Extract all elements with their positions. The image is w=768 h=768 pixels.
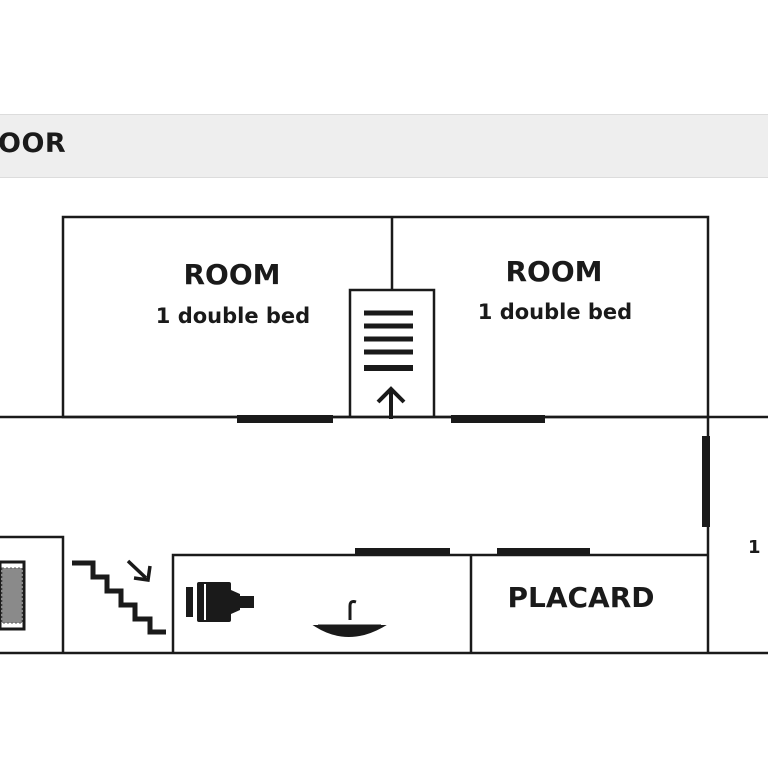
room-left-beds: 1 double bed bbox=[155, 304, 311, 328]
room-right-title: ROOM bbox=[505, 255, 603, 288]
right-room-label-fragment: 1 bbox=[748, 537, 761, 558]
boiler-icon bbox=[186, 582, 254, 622]
floor-header-bar bbox=[0, 114, 768, 178]
stairs-down-icon bbox=[72, 559, 166, 635]
bath-left-wall bbox=[0, 535, 65, 653]
doors bbox=[237, 415, 710, 556]
placard-label: PLACARD bbox=[507, 581, 655, 614]
room-left-title: ROOM bbox=[183, 258, 281, 291]
sink-icon bbox=[312, 600, 387, 637]
room-right-beds: 1 double bed bbox=[477, 300, 633, 324]
floor-title: OOR bbox=[0, 128, 67, 159]
stair-box-wall bbox=[348, 288, 436, 417]
stairs-up-icon bbox=[364, 310, 413, 419]
shower-icon bbox=[0, 560, 26, 631]
